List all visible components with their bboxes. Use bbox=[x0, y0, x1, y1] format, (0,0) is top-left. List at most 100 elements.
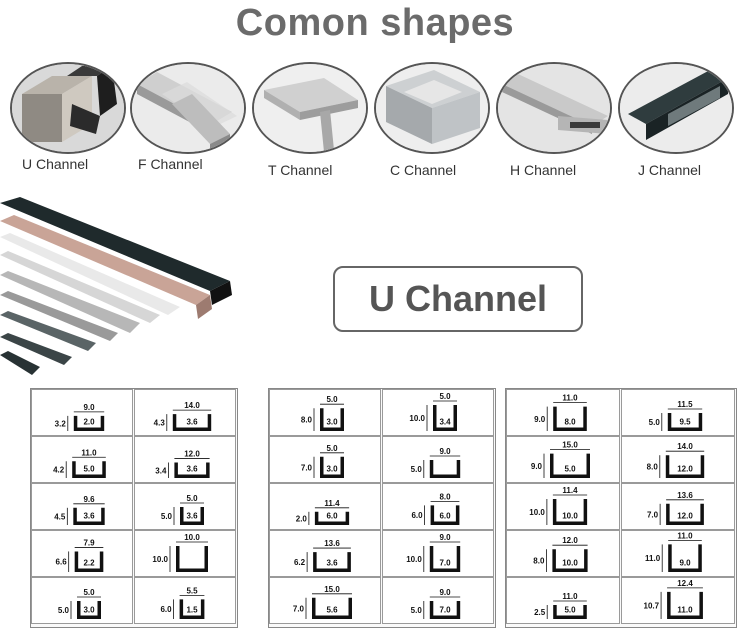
inner-dimension: 9.0 bbox=[679, 559, 691, 568]
width-dimension: 11.0 bbox=[562, 592, 578, 601]
shape-card-f[interactable]: F Channel bbox=[130, 62, 246, 172]
width-dimension: 11.4 bbox=[324, 499, 340, 508]
inner-dimension: 11.0 bbox=[677, 606, 693, 615]
channel-profile bbox=[552, 499, 588, 525]
inner-dimension: 3.6 bbox=[186, 418, 198, 427]
width-dimension: 13.6 bbox=[677, 491, 693, 500]
width-dimension: 5.0 bbox=[83, 588, 95, 597]
width-dimension: 7.9 bbox=[83, 538, 95, 547]
inner-dimension: 5.0 bbox=[564, 465, 576, 474]
inner-dimension: 12.0 bbox=[677, 512, 693, 521]
channel-profile bbox=[320, 456, 344, 478]
height-dimension: 6.2 bbox=[294, 558, 306, 567]
height-dimension: 6.6 bbox=[56, 558, 68, 567]
height-dimension: 5.0 bbox=[411, 465, 423, 474]
shape-label: T Channel bbox=[268, 162, 333, 178]
width-dimension: 11.0 bbox=[81, 448, 97, 457]
width-dimension: 9.0 bbox=[439, 447, 451, 456]
width-dimension: 14.0 bbox=[677, 442, 693, 451]
profile-cell: 5.0 8.0 3.0 bbox=[269, 389, 381, 436]
height-dimension: 8.0 bbox=[301, 416, 313, 425]
width-dimension: 5.0 bbox=[186, 494, 198, 503]
channel-profile bbox=[666, 503, 704, 525]
width-dimension: 9.6 bbox=[83, 495, 95, 504]
width-dimension: 9.0 bbox=[439, 588, 451, 597]
inner-dimension: 5.6 bbox=[326, 606, 338, 615]
width-dimension: 5.0 bbox=[326, 395, 338, 404]
inner-dimension: 1.5 bbox=[186, 606, 198, 615]
c-channel-photo-icon bbox=[374, 62, 490, 154]
channel-profile bbox=[73, 507, 105, 525]
channel-profile bbox=[314, 511, 350, 525]
inner-dimension: 3.6 bbox=[186, 512, 198, 521]
width-dimension: 8.0 bbox=[439, 492, 451, 501]
channel-profile bbox=[174, 462, 210, 478]
profile-cell: 7.9 6.6 2.2 bbox=[31, 530, 133, 577]
height-dimension: 10.0 bbox=[406, 555, 422, 564]
shape-card-c[interactable]: C Channel bbox=[374, 62, 490, 178]
shape-card-j[interactable]: J Channel bbox=[618, 62, 734, 178]
inner-dimension: 3.6 bbox=[186, 465, 198, 474]
channel-profile bbox=[553, 406, 587, 431]
width-dimension: 11.4 bbox=[562, 486, 578, 495]
channel-profile bbox=[668, 544, 702, 572]
inner-dimension: 3.6 bbox=[326, 559, 338, 568]
shape-label: F Channel bbox=[138, 156, 203, 172]
inner-dimension: 9.5 bbox=[679, 418, 691, 427]
height-dimension: 10.0 bbox=[529, 508, 545, 517]
width-dimension: 12.0 bbox=[184, 450, 200, 459]
f-channel-photo-icon bbox=[130, 62, 246, 154]
height-dimension: 4.2 bbox=[53, 466, 65, 475]
channel-profile bbox=[429, 601, 461, 619]
width-dimension: 14.0 bbox=[184, 401, 200, 410]
profile-cell: 11.0 4.2 5.0 bbox=[31, 436, 133, 483]
width-dimension: 9.0 bbox=[439, 533, 451, 542]
width-dimension: 11.5 bbox=[677, 400, 693, 409]
width-dimension: 5.0 bbox=[326, 444, 338, 453]
width-dimension: 15.0 bbox=[562, 441, 578, 450]
inner-dimension: 2.2 bbox=[83, 559, 95, 568]
shape-label: C Channel bbox=[390, 162, 457, 178]
height-dimension: 2.0 bbox=[296, 514, 308, 523]
width-dimension: 11.0 bbox=[562, 394, 578, 403]
shape-card-u[interactable]: U Channel bbox=[10, 62, 126, 172]
height-dimension: 7.0 bbox=[301, 463, 313, 472]
shape-label: U Channel bbox=[22, 156, 89, 172]
inner-dimension: 8.0 bbox=[564, 418, 576, 427]
height-dimension: 9.0 bbox=[534, 415, 546, 424]
inner-dimension: 6.0 bbox=[439, 512, 451, 521]
inner-dimension: 3.0 bbox=[326, 418, 338, 427]
inner-dimension: 10.0 bbox=[562, 512, 578, 521]
channel-profile bbox=[429, 460, 461, 478]
shape-label: J Channel bbox=[638, 162, 702, 178]
shape-card-h[interactable]: H Channel bbox=[496, 62, 612, 178]
j-channel-photo-icon bbox=[618, 62, 734, 154]
channel-profile bbox=[176, 546, 208, 572]
channel-profile bbox=[172, 414, 212, 431]
height-dimension: 2.5 bbox=[534, 608, 546, 617]
channel-profile bbox=[667, 413, 703, 431]
height-dimension: 6.0 bbox=[160, 605, 172, 614]
shape-card-t[interactable]: T Channel bbox=[252, 62, 368, 178]
inner-dimension: 5.0 bbox=[83, 465, 95, 474]
u-channel-photo-icon bbox=[10, 62, 126, 154]
inner-dimension: 3.6 bbox=[83, 512, 95, 521]
